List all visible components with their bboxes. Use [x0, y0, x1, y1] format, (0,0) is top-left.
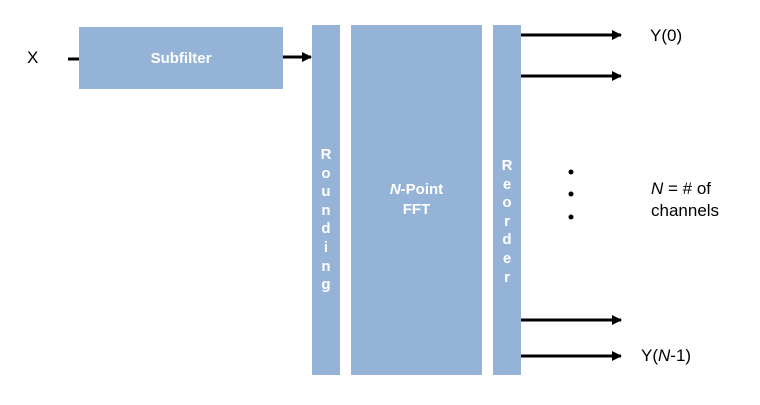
fft-label-line1: N-Point	[390, 180, 443, 200]
output-last-var: N	[658, 346, 671, 365]
output-last-prefix: Y(	[641, 346, 658, 365]
fft-label-line2: FFT	[402, 201, 431, 218]
fft-var: N	[389, 181, 401, 198]
rounding-letter: d	[321, 220, 331, 238]
fft-block: N-Point FFT	[351, 25, 482, 375]
note-line2: channels	[651, 201, 720, 220]
subfilter-label: Subfilter	[150, 49, 212, 67]
ellipsis-dot	[568, 169, 574, 175]
rounding-letter: i	[323, 238, 329, 256]
output-label-first: Y(0)	[650, 26, 683, 45]
note-line1: N = # of	[651, 178, 719, 200]
reorder-letter: r	[504, 268, 510, 286]
reorder-letter: r	[504, 212, 510, 230]
channel-count-note: N = # of channels	[651, 178, 719, 222]
reorder-letter: d	[502, 231, 512, 249]
reorder-block: R e o r d e r	[493, 25, 521, 375]
reorder-letter: o	[502, 194, 512, 212]
output-last-suffix: -1)	[670, 346, 692, 365]
rounding-block: R o u n d i n g	[312, 25, 340, 375]
rounding-letter: g	[321, 276, 331, 294]
reorder-letter: R	[501, 157, 513, 174]
ellipsis-dot	[568, 214, 574, 220]
rounding-letter: o	[321, 164, 331, 182]
rounding-letter: n	[321, 201, 331, 219]
output-label-last: Y(N-1)	[641, 346, 691, 366]
fft-label-rest: -Point	[400, 181, 444, 198]
rounding-letter: R	[320, 146, 332, 163]
note-rest: = # of	[663, 179, 712, 198]
reorder-label: R e o r d e r	[493, 157, 521, 287]
input-label: X	[27, 48, 39, 67]
rounding-label: R o u n d i n g	[312, 146, 340, 295]
reorder-letter: e	[502, 175, 512, 193]
reorder-letter: e	[502, 249, 512, 267]
ellipsis-dot	[568, 191, 574, 197]
rounding-letter: n	[321, 257, 331, 275]
note-var: N	[651, 179, 664, 198]
subfilter-block: Subfilter	[79, 27, 283, 89]
rounding-letter: u	[321, 183, 331, 201]
